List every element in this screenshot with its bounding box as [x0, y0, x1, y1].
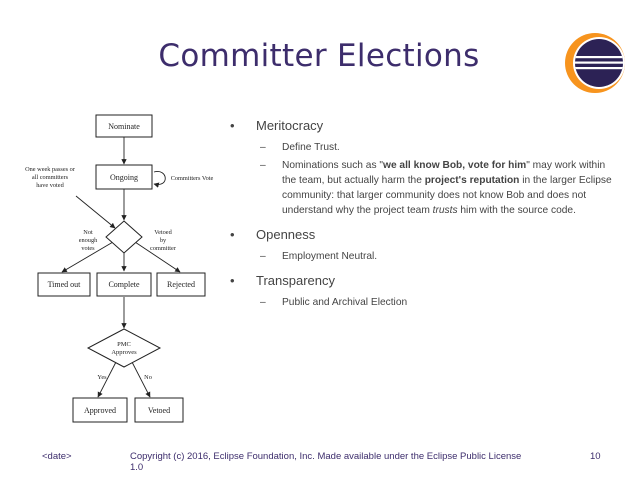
edge-committers-vote-loop: [153, 171, 166, 188]
footer-copyright: Copyright (c) 2016, Eclipse Foundation, …: [130, 451, 522, 473]
bullet-icon: •: [230, 273, 235, 288]
bullet-content: • Meritocracy – Define Trust. – Nominati…: [226, 117, 616, 313]
node-rejected-box: [156, 272, 206, 297]
dash-icon: –: [260, 297, 266, 308]
slide-title: Committer Elections: [158, 38, 480, 74]
label-week-line1: One week passes or: [25, 166, 76, 173]
node-ongoing: Ongoing: [110, 173, 138, 182]
label-week-line3: have voted: [36, 182, 64, 189]
bullet-openness: • Openness: [226, 226, 616, 243]
node-complete: Complete: [108, 280, 140, 289]
election-flowchart: Nominate Ongoing Timed out Complete Reje…: [25, 114, 214, 423]
label-week-line2: all committers: [32, 174, 69, 181]
node-pmc-line1: PMC: [117, 341, 131, 348]
public-text: Public and Archival Election: [282, 297, 408, 308]
dash-icon: –: [260, 142, 266, 153]
node-vote-decision: [105, 220, 143, 254]
edge-week-passes: [75, 195, 116, 229]
nominations-bold2: project's reputation: [424, 175, 520, 186]
label-not-line1: Not: [83, 229, 93, 236]
employment-text: Employment Neutral.: [282, 251, 378, 262]
label-veto-line3: committer: [150, 245, 177, 252]
nominations-mid: " may work within the team, but actually…: [282, 160, 606, 186]
node-vetoed: Vetoed: [148, 406, 170, 415]
node-vetoed-box: [134, 397, 184, 423]
label-veto-line1: Vetoed: [154, 229, 172, 236]
label-veto-line2: by: [160, 237, 167, 244]
node-rejected: Rejected: [167, 280, 195, 289]
sub-bullet-define-trust: – Define Trust.: [226, 140, 616, 155]
nominations-bold: we all know Bob, vote for him: [383, 160, 527, 171]
label-committers-vote: Committers Vote: [171, 175, 214, 182]
label-no: No: [144, 374, 152, 381]
bullet-transparency: • Transparency: [226, 272, 616, 289]
sub-bullet-public: – Public and Archival Election: [226, 295, 616, 310]
bullet-meritocracy: • Meritocracy: [226, 117, 616, 134]
nominations-post2: him with the source code.: [457, 205, 576, 216]
footer-date: <date>: [42, 451, 72, 462]
node-nominate-box: [95, 114, 153, 138]
transparency-heading: Transparency: [256, 273, 335, 288]
dash-icon: –: [260, 160, 266, 171]
edge-decision-timedout: [61, 241, 114, 273]
label-not-line3: votes: [81, 245, 95, 252]
meritocracy-heading: Meritocracy: [256, 118, 324, 133]
node-approved-box: [72, 397, 128, 423]
eclipse-logo-icon: [565, 33, 625, 93]
sub-bullet-nominations: – Nominations such as "we all know Bob, …: [226, 158, 616, 218]
openness-heading: Openness: [256, 227, 316, 242]
sub-bullet-employment: – Employment Neutral.: [226, 249, 616, 264]
node-timed-out: Timed out: [48, 280, 82, 289]
node-pmc-decision: [86, 328, 162, 368]
node-pmc-line2: Approves: [111, 349, 137, 356]
footer-page-number: 10: [590, 451, 601, 462]
label-not-line2: enough: [79, 237, 98, 244]
nominations-post1: in the larger Eclipse community: that la…: [282, 175, 612, 216]
define-trust-text: Define Trust.: [282, 142, 340, 153]
dash-icon: –: [260, 251, 266, 262]
bullet-icon: •: [230, 118, 235, 133]
node-nominate: Nominate: [108, 122, 140, 131]
nominations-italic: trusts: [432, 205, 458, 216]
node-timedout-box: [37, 272, 91, 297]
node-complete-box: [96, 272, 152, 297]
label-yes: Yes: [97, 374, 107, 381]
node-ongoing-box: [95, 164, 153, 190]
edge-decision-rejected: [134, 241, 181, 273]
bullet-icon: •: [230, 227, 235, 242]
edge-pmc-vetoed: [131, 361, 151, 398]
node-approved: Approved: [84, 406, 116, 415]
edge-pmc-approved: [97, 361, 117, 398]
nominations-pre: Nominations such as ": [282, 160, 384, 171]
